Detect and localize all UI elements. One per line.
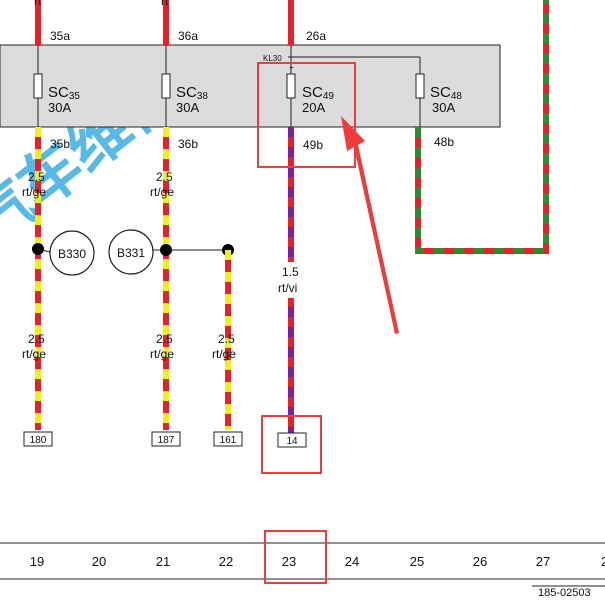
- sc48-out-wire-stripe: [415, 0, 549, 254]
- highlight-box-fuse: [257, 62, 356, 168]
- fuse-rail-box: [0, 44, 501, 128]
- terminals: 180 187 161 14: [23, 431, 307, 448]
- sc35-amps: 30A: [48, 100, 71, 115]
- sc49-name: SC49: [302, 84, 334, 102]
- sc48-fuse-symbol: [415, 73, 425, 99]
- sc49-in-label: 26a: [306, 29, 326, 43]
- ruler-number: 21: [156, 554, 170, 569]
- branch-161-size: 2.5: [218, 332, 235, 346]
- ruler-number: 19: [30, 554, 44, 569]
- sc35-upper-color: rt/ge: [22, 185, 46, 199]
- sc38-out-label: 36b: [178, 137, 198, 151]
- sc38-fuse-symbol: [161, 73, 171, 99]
- sc49-wire-color: rt/vi: [278, 281, 297, 295]
- sc38-top-stub-label: rt: [161, 0, 169, 8]
- column-ruler: 19 20 21 22 23 24 25 26 27 2 185-02503: [0, 542, 605, 599]
- sc35-top-stub-label: rt: [34, 0, 42, 8]
- terminal-161-box: [213, 431, 243, 447]
- ruler-number: 23: [282, 554, 296, 569]
- footer-code: 185-02503: [538, 587, 591, 599]
- b331-symbol-icon: [108, 229, 154, 275]
- sc35-lower-size: 2.5: [28, 332, 45, 346]
- junction-b330: B330: [32, 230, 95, 276]
- ruler-number: 22: [219, 554, 233, 569]
- ruler-number: 2: [601, 554, 605, 569]
- kl30-label: KL30: [263, 54, 282, 63]
- annotations: [257, 62, 399, 584]
- terminal-187-box: [151, 431, 181, 447]
- sc35-upper-size: 2.5: [28, 170, 45, 184]
- sc38-upper-color: rt/ge: [150, 185, 174, 199]
- sc35-name: SC35: [48, 84, 80, 102]
- fuse-rail: KL30 +: [0, 44, 501, 128]
- terminal-187-label: 187: [158, 435, 175, 446]
- highlight-box-terminal: [261, 415, 322, 474]
- sc48-name: SC48: [430, 84, 462, 102]
- sc38-amps: 30A: [176, 100, 199, 115]
- b331-label: B331: [117, 246, 145, 260]
- sc35-in-label: 35a: [50, 29, 70, 43]
- highlight-box-column: [264, 530, 327, 584]
- sc49-wire-size: 1.5: [282, 265, 299, 279]
- branch-161-color: rt/ge: [212, 347, 236, 361]
- sc38-lower-size: 2.5: [156, 332, 173, 346]
- annotation-arrow-icon: [341, 116, 399, 334]
- b330-connector: [37, 248, 51, 253]
- sc38-name: SC38: [176, 84, 208, 102]
- sc38-in-label: 36a: [178, 29, 198, 43]
- terminal-14-label: 14: [286, 436, 298, 447]
- sc48-out-label: 48b: [434, 135, 454, 149]
- sc49-fuse-symbol: [286, 73, 296, 99]
- b330-symbol-icon: [49, 230, 95, 276]
- sc38-upper-size: 2.5: [156, 170, 173, 184]
- ruler-number: 26: [473, 554, 487, 569]
- fuse-sc35-column: rt 35a SC35 30A 35b 2.5 rt/ge 2.5 rt/ge: [22, 0, 80, 430]
- sc49-out-label: 49b: [303, 138, 323, 152]
- ruler-number: 24: [345, 554, 359, 569]
- terminal-180-label: 180: [30, 435, 47, 446]
- sc49-amps: 20A: [302, 100, 325, 115]
- terminal-161-label: 161: [220, 435, 237, 446]
- ruler-number: 27: [536, 554, 550, 569]
- b330-label: B330: [58, 247, 86, 261]
- junction-b331: B331 2.5 rt/ge: [108, 229, 236, 430]
- sc48-amps: 30A: [432, 100, 455, 115]
- ruler-number: 25: [410, 554, 424, 569]
- fuse-sc49-column: 26a SC49 20A 49b 1.5 rt/vi: [278, 0, 334, 433]
- sc35-out-label: 35b: [50, 137, 70, 151]
- ruler-number: 20: [92, 554, 106, 569]
- fuse-sc38-column: rt 36a SC38 30A 36b 2.5 rt/ge 2.5 rt/ge: [150, 0, 208, 430]
- fuse-sc48-column: SC48 30A 48b: [415, 0, 549, 254]
- sc38-lower-color: rt/ge: [150, 347, 174, 361]
- terminal-14-box: [277, 432, 307, 448]
- sc35-lower-color: rt/ge: [22, 347, 46, 361]
- terminal-180-box: [23, 431, 53, 447]
- sc35-fuse-symbol: [33, 73, 43, 99]
- sc49-wire-label-bg: [278, 262, 306, 298]
